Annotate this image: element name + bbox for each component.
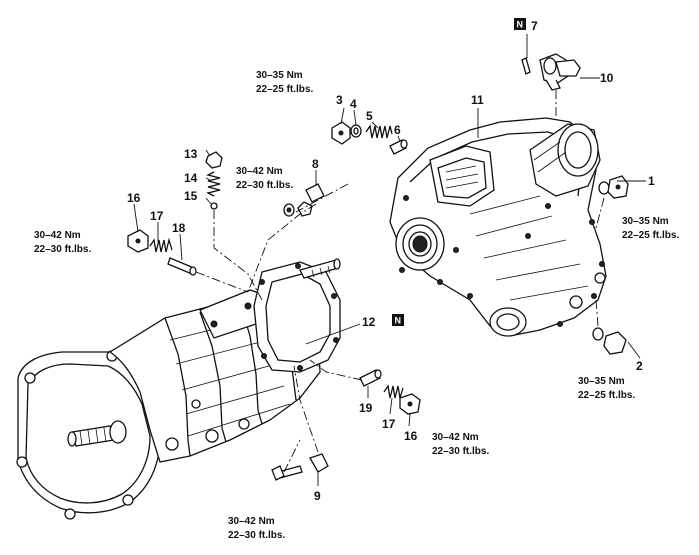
callout-16-lower: 16 [404,429,418,443]
callout-9: 9 [314,489,321,503]
svg-text:30–42 Nm: 30–42 Nm [432,432,479,443]
callout-14: 14 [184,171,198,185]
callout-19: 19 [359,401,373,415]
torque-spec-9: 30–42 Nm 22–30 ft.lbs. [228,516,285,541]
torque-spec-1: 30–35 Nm 22–25 ft.lbs. [622,216,679,241]
badge-new-part-7: N [514,18,526,30]
callout-2: 2 [636,359,643,373]
callout-17-lower: 17 [382,417,396,431]
svg-text:22–30 ft.lbs.: 22–30 ft.lbs. [34,244,91,255]
svg-text:N: N [395,316,402,326]
svg-text:22–25 ft.lbs.: 22–25 ft.lbs. [578,390,635,401]
part-8-bracket [283,183,325,217]
callout-12: 12 [362,315,376,329]
callout-16-upper: 16 [127,191,141,205]
part-15-ball [210,202,218,210]
svg-text:30–42 Nm: 30–42 Nm [34,230,81,241]
part-3-plug [331,121,351,145]
callout-11: 11 [471,93,484,107]
part-17-spring-lower [383,384,404,399]
callout-3: 3 [336,93,343,107]
callout-17-upper: 17 [150,209,164,223]
callout-10: 10 [600,71,614,85]
part-6-plunger [389,139,408,155]
callout-15: 15 [184,189,198,203]
svg-text:N: N [517,20,524,30]
leader-lines [133,34,646,486]
torque-spec-16-upper: 30–42 Nm 22–30 ft.lbs. [34,230,91,255]
part-19-plunger [359,369,382,387]
svg-text:30–35 Nm: 30–35 Nm [622,216,669,227]
part-1-plug [598,175,629,199]
torque-spec-8: 30–42 Nm 22–30 ft.lbs. [236,166,293,191]
callout-13: 13 [184,147,198,161]
torque-spec-16-lower: 30–42 Nm 22–30 ft.lbs. [432,432,489,457]
svg-text:30–42 Nm: 30–42 Nm [228,516,275,527]
svg-text:22–30 ft.lbs.: 22–30 ft.lbs. [236,180,293,191]
transfer-case [389,117,607,337]
part-9-bracket [271,453,329,481]
part-7-pin [521,57,531,75]
callout-4: 4 [350,97,357,111]
svg-text:22–30 ft.lbs.: 22–30 ft.lbs. [228,530,285,541]
part-14-spring [206,171,221,197]
svg-text:30–42 Nm: 30–42 Nm [236,166,283,177]
part-4-washer [350,124,362,138]
part-18-plunger [167,257,197,276]
callout-5: 5 [366,109,373,123]
part-16-plug-upper [127,229,149,253]
part-10-switch [539,53,581,91]
callout-8: 8 [312,157,319,171]
transmission-case [16,258,341,520]
callout-1: 1 [648,174,655,188]
badge-new-part-12: N [392,314,404,326]
part-16-plug-lower [399,393,421,415]
svg-text:30–35 Nm: 30–35 Nm [578,376,625,387]
svg-text:22–25 ft.lbs.: 22–25 ft.lbs. [256,84,313,95]
svg-text:30–35 Nm: 30–35 Nm [256,70,303,81]
svg-text:22–25 ft.lbs.: 22–25 ft.lbs. [622,230,679,241]
part-2-plug [592,327,627,355]
part-17-spring-upper [149,237,173,253]
torque-spec-3: 30–35 Nm 22–25 ft.lbs. [256,70,313,95]
part-5-spring [365,124,393,139]
svg-text:22–30 ft.lbs.: 22–30 ft.lbs. [432,446,489,457]
torque-spec-2: 30–35 Nm 22–25 ft.lbs. [578,376,635,401]
callout-7: 7 [531,19,538,33]
callout-6: 6 [394,123,401,137]
callout-18: 18 [172,221,186,235]
